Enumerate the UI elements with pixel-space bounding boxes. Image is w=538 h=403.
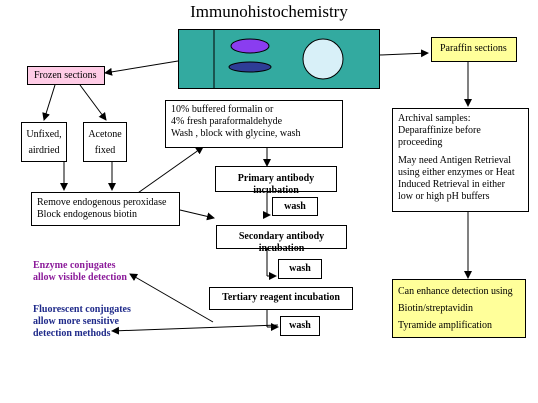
enzyme-conjugates-note: Enzyme conjugates allow visible detectio… — [33, 260, 153, 284]
arrow-wash3-to-fluorescent — [111, 324, 279, 335]
slide-graphic — [178, 29, 380, 89]
wash-label-1: wash — [284, 201, 306, 212]
endogenous-block-box: Remove endogenous peroxidase Block endog… — [31, 192, 180, 226]
tissue-circle — [302, 38, 344, 80]
archival-line6: Induced Retrieval in either — [398, 179, 505, 190]
arrow-slide-to-paraffin — [379, 49, 429, 58]
unfixed-airdried-box: Unfixed, airdried — [21, 122, 67, 162]
fluorescent-conjugates-note: Fluorescent conjugates allow more sensit… — [33, 304, 153, 340]
primary-antibody-label: Primary antibody incubation — [237, 173, 315, 196]
unfixed-line2: airdried — [28, 145, 60, 156]
enzyme-line1: Enzyme conjugates — [33, 260, 116, 271]
wash-label-3: wash — [289, 320, 311, 331]
slide-body — [178, 29, 380, 89]
enhance-line3: Tyramide amplification — [398, 320, 492, 331]
archival-line3: proceeding — [398, 137, 443, 148]
frozen-sections-box: Frozen sections — [27, 66, 105, 85]
arrow-frozen-to-acetone — [79, 84, 107, 121]
paraffin-sections-label: Paraffin sections — [440, 43, 507, 54]
tissue-oval-purple — [230, 38, 270, 54]
enhance-line2: Biotin/streptavidin — [398, 303, 473, 314]
formalin-line1: 10% buffered formalin or — [171, 104, 274, 115]
diagram-title: Immunohistochemistry — [190, 2, 348, 21]
formalin-fixation-box: 10% buffered formalin or 4% fresh parafo… — [165, 100, 343, 148]
paraffin-sections-box: Paraffin sections — [431, 37, 517, 62]
formalin-line3: Wash , block with glycine, wash — [171, 128, 301, 139]
fluorescent-line1: Fluorescent conjugates — [33, 304, 131, 315]
arrow-endogenous-to-secondary — [179, 209, 215, 221]
archival-line5: using either enzymes or Heat — [398, 167, 515, 178]
primary-antibody-box: Primary antibody incubation — [215, 166, 337, 196]
arrow-slide-to-frozen — [104, 60, 179, 76]
acetone-line1: Acetone — [88, 129, 122, 140]
acetone-fixed-box: Acetone fixed — [83, 122, 127, 162]
endogenous-line2: Block endogenous biotin — [37, 209, 137, 220]
fluorescent-line2: allow more sensitive — [33, 316, 119, 327]
unfixed-line1: Unfixed, — [26, 129, 62, 140]
arrow-endogenous-to-formalin — [134, 146, 204, 196]
fluorescent-line3: detection methods — [33, 328, 111, 339]
formalin-line2: 4% fresh paraformaldehyde — [171, 116, 283, 127]
wash-label-2: wash — [289, 263, 311, 274]
acetone-line2: fixed — [94, 145, 116, 156]
endogenous-line1: Remove endogenous peroxidase — [37, 197, 167, 208]
wash-box-3: wash — [280, 316, 320, 336]
archival-line2: Deparaffinize before — [398, 125, 481, 136]
secondary-antibody-label: Secondary antibody incubation — [238, 231, 325, 254]
tertiary-reagent-box: Tertiary reagent incubation — [209, 287, 353, 310]
arrow-tertiary-to-enzyme — [129, 273, 214, 323]
wash-box-1: wash — [272, 197, 318, 216]
archival-line1: Archival samples: — [398, 113, 471, 124]
secondary-antibody-box: Secondary antibody incubation — [216, 225, 347, 254]
tertiary-reagent-label: Tertiary reagent incubation — [222, 292, 340, 303]
archival-line4: May need Antigen Retrieval — [398, 155, 512, 166]
archival-samples-box: Archival samples: Deparaffinize before p… — [392, 108, 529, 212]
enhance-detection-box: Can enhance detection using Biotin/strep… — [392, 279, 526, 338]
enzyme-line2: allow visible detection — [33, 272, 127, 283]
frozen-sections-label: Frozen sections — [34, 70, 97, 81]
enhance-line1: Can enhance detection using — [398, 286, 513, 297]
arrow-frozen-to-unfixed — [42, 84, 56, 121]
wash-box-2: wash — [278, 259, 322, 279]
tissue-oval-navy — [228, 61, 272, 73]
archival-line7: low or high pH buffers — [398, 191, 490, 202]
